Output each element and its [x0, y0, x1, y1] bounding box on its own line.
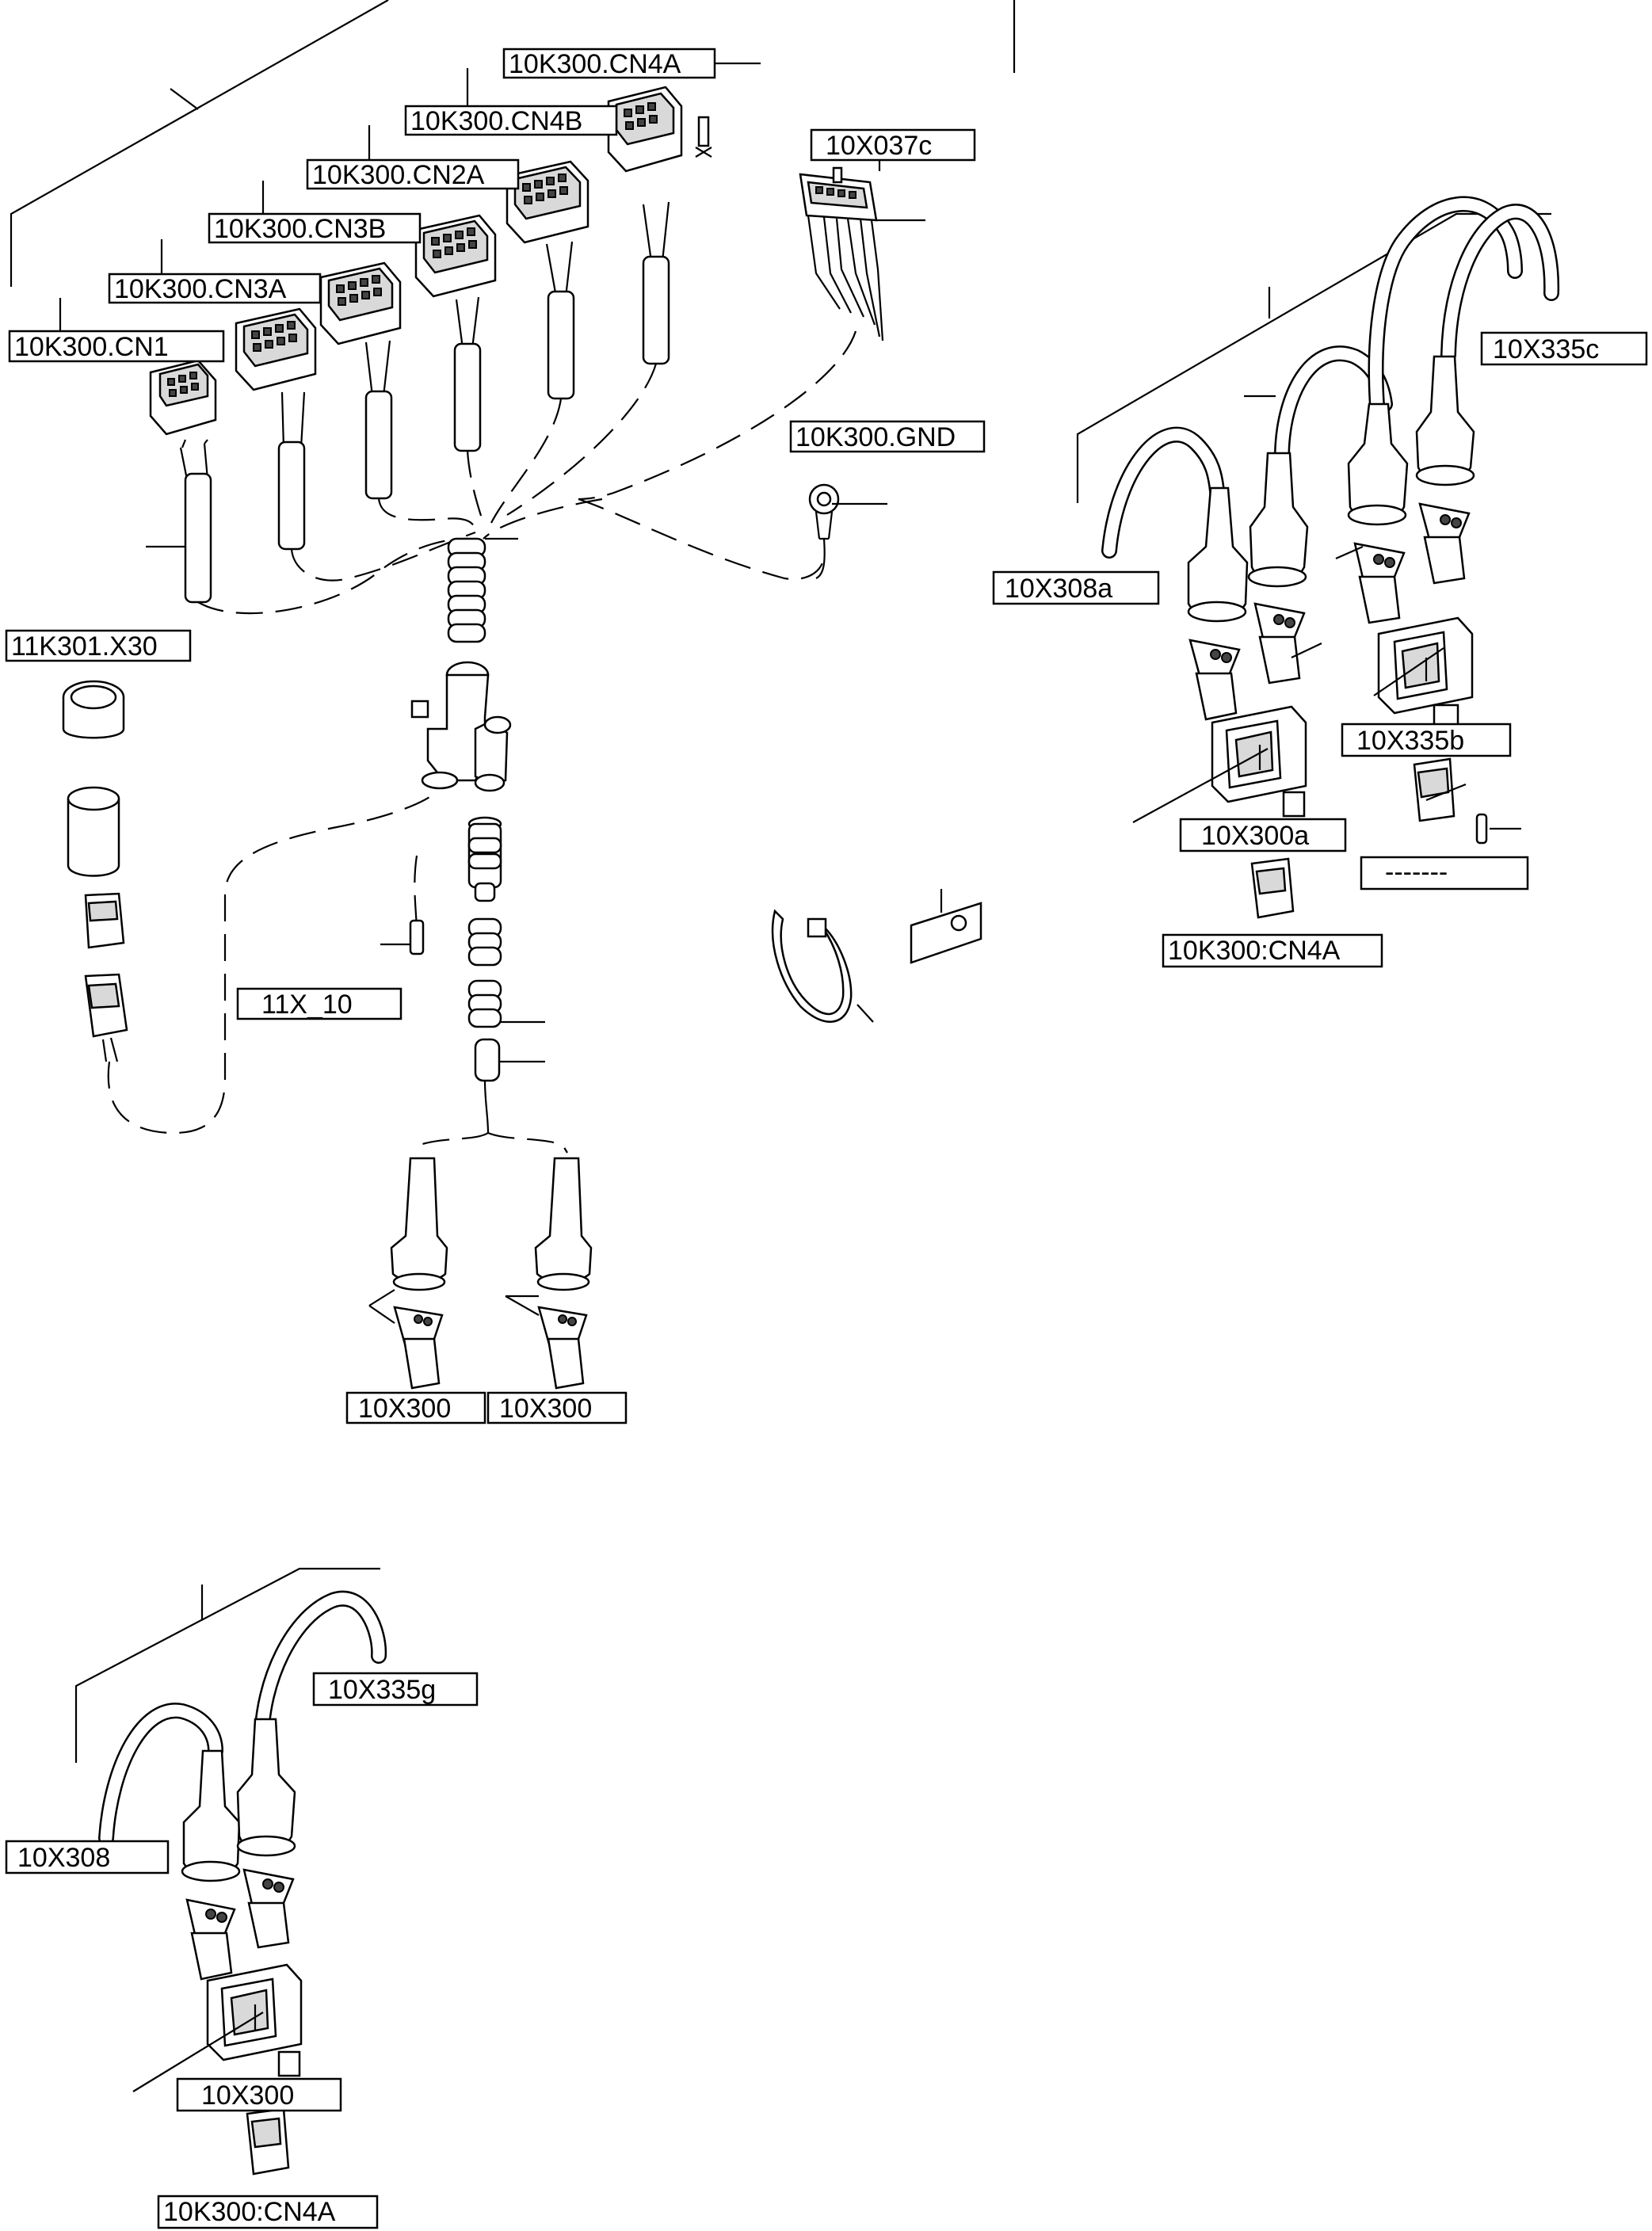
svg-text:-------: ------- [1385, 857, 1448, 887]
x30-dashed-routing [107, 791, 437, 1135]
callout-10x335c: 10X335c [1480, 331, 1648, 366]
svg-text:10K300:CN4A: 10K300:CN4A [163, 2197, 336, 2227]
callout-10x300-bottom: 10X300 [176, 2077, 342, 2112]
cn2a-wire-sleeve [453, 296, 482, 452]
connector-cn2a [414, 214, 497, 298]
connector-cn4a [607, 86, 683, 173]
ground-ring-terminal [808, 483, 840, 579]
callout-10x308a: 10X308a [992, 570, 1160, 605]
terminal-pin-icon [695, 116, 712, 158]
svg-text:10K300.CN3B: 10K300.CN3B [214, 214, 386, 244]
svg-text:10X335b: 10X335b [1356, 726, 1464, 756]
svg-text:10X335c: 10X335c [1493, 334, 1599, 364]
cn4a-wire-sleeve [642, 201, 670, 365]
bellow-grommet-upper [447, 537, 486, 601]
callout-10k300-cn4a-right: 10K300:CN4A [1162, 933, 1383, 968]
housing-10x300-bottom [132, 1963, 303, 2092]
svg-text:10K300.CN1: 10K300.CN1 [14, 332, 169, 362]
connector-11k301-x30 [62, 680, 128, 1062]
connector-10x037c [799, 166, 884, 341]
connector-cn4a-bottom [246, 2107, 290, 2176]
connector-cn4b [506, 160, 589, 244]
callout-10k300-cn4a-bottom: 10K300:CN4A [157, 2195, 379, 2229]
callout-10x300-left: 10X300 [345, 1391, 486, 1424]
cn4b-wire-sleeve [545, 241, 575, 400]
svg-text:10K300.CN2A: 10K300.CN2A [312, 160, 485, 190]
connector-cn4a-right [1250, 757, 1488, 919]
bellow-grommet-middle [447, 594, 486, 643]
cn1-wire-sleeve [179, 439, 212, 604]
svg-text:10X300: 10X300 [358, 1394, 451, 1424]
x335c-hose-plug [1347, 196, 1523, 624]
callout-10x037c: 10X037c [810, 128, 976, 222]
callout-10x335g: 10X335g [312, 1672, 479, 1707]
y-splitter [410, 661, 512, 792]
svg-text:10K300:CN4A: 10K300:CN4A [1168, 936, 1341, 966]
x335c-tail-hose [1415, 204, 1560, 585]
callout-10k300-gnd: 10K300.GND [789, 420, 986, 505]
callout-10x300-right: 10X300 [486, 1391, 628, 1424]
connector-cn3a [235, 307, 317, 391]
main-assembly-bracket [10, 0, 1016, 287]
svg-text:10X300: 10X300 [499, 1394, 592, 1424]
svg-text:11X_10: 11X_10 [261, 990, 353, 1020]
svg-text:10X300: 10X300 [201, 2080, 294, 2111]
cable-tie-icon [771, 909, 874, 1023]
svg-text:10K300.CN3A: 10K300.CN3A [114, 274, 287, 304]
callout-11x-10: 11X_10 [236, 987, 403, 1020]
bottom-split-dashed [417, 1131, 568, 1154]
callout-10k300-cn3a: 10K300.CN3A [108, 239, 322, 304]
svg-text:10K300.GND: 10K300.GND [795, 422, 956, 452]
svg-text:10X037c: 10X037c [826, 131, 932, 161]
x335g-hose-plug [236, 1590, 387, 1949]
callout-sleeve [146, 537, 545, 1063]
housing-10x335b [1377, 616, 1474, 730]
svg-text:10X308: 10X308 [17, 1843, 110, 1873]
harness-routing-dashed [197, 330, 857, 615]
connector-cn1 [149, 359, 217, 436]
right-leader-lines [1132, 395, 1521, 830]
cn3a-wire-sleeve [277, 391, 306, 551]
x300-right-plug [505, 1157, 593, 1390]
callout-10x335b: 10X335b [1341, 723, 1512, 757]
x10-pin-icon [380, 855, 425, 955]
callout-11k301-x30: 11K301.X30 [5, 629, 192, 662]
x300-left-plug [368, 1157, 448, 1390]
lower-bellow-stack [467, 816, 502, 1134]
callout-10k300-cn2a: 10K300.CN2A [306, 125, 520, 190]
callout-10k300-cn3b: 10K300.CN3B [208, 181, 422, 244]
svg-text:10X335g: 10X335g [328, 1675, 436, 1705]
x308a-hose-plug [1101, 426, 1249, 721]
callout-10k300-cn1: 10K300.CN1 [8, 298, 225, 363]
bottom-assembly-bracket [74, 1567, 380, 1763]
svg-text:10K300.CN4B: 10K300.CN4B [410, 106, 582, 136]
callout-10x300a: 10X300a [1179, 818, 1347, 852]
label-plate-icon [910, 889, 982, 964]
callout-10k300-cn4a: 10K300.CN4A [502, 48, 761, 79]
svg-text:10X308a: 10X308a [1005, 574, 1112, 604]
cn3b-wire-sleeve [364, 340, 393, 500]
callout-10x308: 10X308 [5, 1840, 170, 1874]
svg-text:10K300.CN4A: 10K300.CN4A [509, 49, 681, 79]
housing-10x300a [1211, 705, 1307, 818]
x308-hose-plug [98, 1703, 241, 1981]
callout-blank: ------- [1360, 856, 1529, 890]
callout-10k300-cn4b: 10K300.CN4B [404, 68, 618, 136]
svg-text:10X300a: 10X300a [1201, 821, 1309, 851]
svg-text:11K301.X30: 11K301.X30 [11, 631, 158, 662]
connector-cn3b [319, 261, 402, 345]
